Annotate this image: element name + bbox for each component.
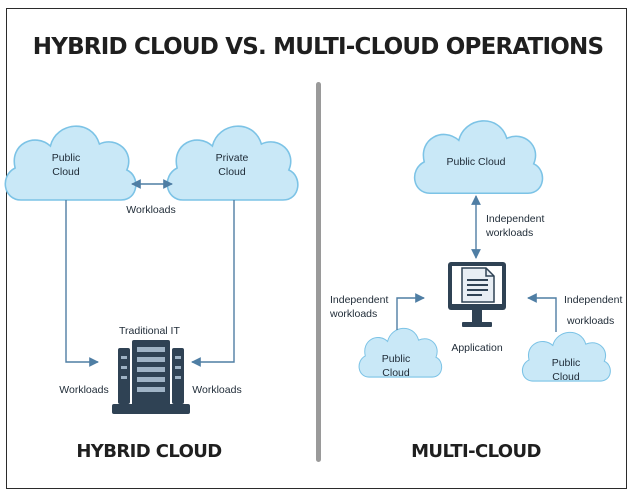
hybrid-private-cloud: Private Cloud (166, 125, 299, 201)
multi-left-public-cloud: Public Cloud (358, 327, 443, 379)
hybrid-top-workloads-label: Workloads (126, 204, 175, 216)
application-monitor-icon (448, 262, 506, 327)
multi-right-cloud-line-1: Public (552, 357, 581, 369)
hybrid-left-workloads-label: Workloads (59, 384, 108, 396)
multi-left-cloud-line-2: Cloud (382, 367, 410, 379)
hybrid-left-connector (65, 200, 99, 367)
multi-left-link-line-2: workloads (329, 308, 377, 320)
hybrid-public-cloud: Public Cloud (4, 125, 137, 201)
multi-top-cloud-label: Public Cloud (447, 156, 506, 168)
multi-right-connector (527, 293, 557, 332)
multi-right-cloud-line-2: Cloud (552, 371, 580, 383)
multi-right-link-line-1: Independent (564, 294, 622, 306)
multi-left-link-line-1: Independent (330, 294, 388, 306)
multi-left-cloud-line-1: Public (382, 353, 411, 365)
traditional-it-label: Traditional IT (119, 325, 180, 337)
multi-right-link-line-2: workloads (566, 315, 614, 327)
multi-top-link-line-1: Independent (486, 213, 544, 225)
hybrid-private-cloud-line-2: Cloud (218, 166, 246, 178)
hybrid-public-cloud-line-1: Public (52, 152, 81, 164)
section-divider (316, 82, 321, 462)
hybrid-cloud-heading: HYBRID CLOUD (76, 441, 221, 462)
multi-right-public-cloud: Public Cloud (521, 331, 611, 383)
hybrid-public-cloud-line-2: Cloud (52, 166, 80, 178)
application-label: Application (451, 342, 503, 354)
hybrid-right-workloads-label: Workloads (192, 384, 241, 396)
page-title: HYBRID CLOUD VS. MULTI-CLOUD OPERATIONS (33, 34, 603, 60)
multi-cloud-heading: MULTI-CLOUD (411, 441, 541, 462)
multi-top-public-cloud: Public Cloud (413, 120, 544, 195)
hybrid-right-connector (191, 200, 235, 367)
multi-top-link-line-2: workloads (485, 227, 533, 239)
server-rack-icon (112, 340, 190, 414)
hybrid-private-cloud-line-1: Private (216, 152, 249, 164)
multi-left-connector (396, 293, 425, 330)
